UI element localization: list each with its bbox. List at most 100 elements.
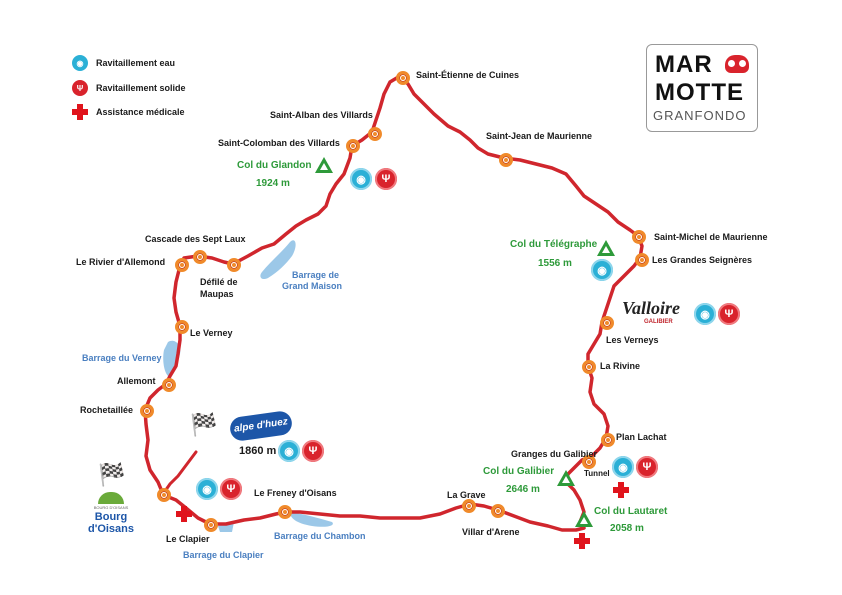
label-st-michel: Saint-Michel de Maurienne — [654, 232, 768, 242]
owl-icon — [725, 55, 749, 73]
mountain-pass-icon — [557, 470, 575, 486]
point-rivine — [582, 360, 596, 374]
label-alpe-alt: 1860 m — [239, 445, 277, 457]
legend-water: ◉ Ravitaillement eau — [72, 55, 175, 71]
point-clapier — [204, 518, 218, 532]
label-lake-gm1: Barrage de — [292, 270, 340, 280]
lake-verney — [163, 340, 181, 376]
point-st-michel — [632, 230, 646, 244]
point-defile — [227, 258, 241, 272]
point-freney — [278, 505, 292, 519]
water-drop-icon: ◉ — [694, 303, 716, 325]
fork-knife-icon: Ψ — [302, 440, 324, 462]
label-glandon-alt: 1924 m — [256, 178, 290, 189]
galibier-text: GALIBIER — [644, 319, 673, 325]
label-lake-gm2: Grand Maison — [282, 281, 343, 291]
label-cascade: Cascade des Sept Laux — [145, 234, 246, 244]
label-la-grave: La Grave — [447, 490, 486, 500]
label-glandon: Col du Glandon — [237, 160, 312, 171]
label-lake-verney: Barrage du Verney — [82, 353, 162, 363]
water-drop-icon: ◉ — [196, 478, 218, 500]
point-st-jean — [499, 153, 513, 167]
point-plan-lachat — [601, 433, 615, 447]
label-galibier-alt: 2646 m — [506, 484, 540, 495]
water-drop-icon: ◉ — [612, 456, 634, 478]
point-grandes-seignieres — [635, 253, 649, 267]
label-granges: Granges du Galibier — [511, 449, 598, 459]
label-telegraphe: Col du Télégraphe — [510, 239, 598, 250]
label-clapier: Le Clapier — [166, 534, 210, 544]
valloire-logo: Valloire GALIBIER — [622, 298, 692, 325]
label-galibier: Col du Galibier — [483, 466, 555, 477]
medical-cross-icon — [176, 506, 192, 522]
point-villar — [491, 504, 505, 518]
checkered-flag-icon: 🏁 — [190, 412, 218, 437]
point-st-alban — [368, 127, 382, 141]
route-spur-alpe — [161, 450, 198, 496]
fork-knife-icon: Ψ — [636, 456, 658, 478]
label-allemont: Allemont — [117, 376, 156, 386]
checkered-flag-icon: 🏁 — [98, 462, 126, 487]
point-granges — [582, 455, 596, 469]
logo-line3: GRANFONDO — [653, 108, 747, 123]
label-grandes-seignieres: Les Grandes Seignères — [652, 255, 753, 265]
bourg-text: Bourg d'Oisans — [87, 511, 135, 535]
label-st-jean: Saint-Jean de Maurienne — [486, 131, 593, 141]
label-lautaret: Col du Lautaret — [594, 506, 668, 517]
logo-line1: MAR — [655, 51, 713, 78]
label-rochetaillee: Rochetaillée — [80, 405, 134, 415]
label-maupas: Maupas — [200, 289, 234, 299]
point-la-grave — [462, 499, 476, 513]
fork-knife-icon: Ψ — [72, 80, 88, 96]
label-st-etienne: Saint-Étienne de Cuines — [416, 70, 520, 80]
lake-grand-maison — [260, 240, 296, 280]
label-lautaret-alt: 2058 m — [610, 523, 644, 534]
water-drop-icon: ◉ — [278, 440, 300, 462]
label-st-alban: Saint-Alban des Villards — [270, 110, 373, 120]
point-rochetaillee — [140, 404, 154, 418]
mountain-pass-icon — [575, 511, 593, 527]
legend-medical: Assistance médicale — [72, 104, 185, 120]
label-lake-clapier: Barrage du Clapier — [183, 550, 264, 560]
point-allemont — [162, 378, 176, 392]
medical-cross-icon — [613, 482, 629, 498]
label-lake-chambon: Barrage du Chambon — [274, 531, 366, 541]
fork-knife-icon: Ψ — [375, 168, 397, 190]
label-verneys: Les Verneys — [606, 335, 659, 345]
water-drop-icon: ◉ — [72, 55, 88, 71]
lake-chambon — [290, 512, 333, 527]
label-tunnel: Tunnel — [584, 469, 610, 478]
label-defile: Défilé de — [200, 277, 238, 287]
point-bourg-doisans — [157, 488, 171, 502]
logo-line2: MOTTE — [655, 79, 744, 106]
label-freney: Le Freney d'Oisans — [254, 488, 337, 498]
fork-knife-icon: Ψ — [220, 478, 242, 500]
bourg-doisans-logo: BOURG D'OISANS Bourg d'Oisans — [76, 492, 146, 535]
medical-cross-icon — [574, 533, 590, 549]
point-rivier — [175, 258, 189, 272]
point-st-colomban — [346, 139, 360, 153]
water-drop-icon: ◉ — [591, 259, 613, 281]
point-verneys — [600, 316, 614, 330]
label-villar: Villar d'Arene — [462, 527, 520, 537]
point-verney — [175, 320, 189, 334]
valloire-text: Valloire — [622, 298, 681, 318]
legend-water-label: Ravitaillement eau — [96, 58, 176, 68]
legend-food: Ψ Ravitaillement solide — [72, 80, 186, 96]
medical-cross-icon — [72, 104, 88, 120]
legend-medical-label: Assistance médicale — [96, 107, 185, 117]
mountain-pass-icon — [315, 157, 333, 173]
point-st-etienne — [396, 71, 410, 85]
mountain-pass-icon — [597, 240, 615, 256]
label-telegraphe-alt: 1556 m — [538, 258, 572, 269]
legend-food-label: Ravitaillement solide — [96, 83, 186, 93]
point-cascade — [193, 250, 207, 264]
label-rivine: La Rivine — [600, 361, 641, 371]
label-st-colomban: Saint-Colomban des Villards — [218, 138, 340, 148]
label-verney: Le Verney — [190, 328, 233, 338]
marmotte-logo: MAR MOTTE GRANFONDO — [646, 44, 758, 132]
bourg-small-text: BOURG D'OISANS — [93, 505, 129, 510]
water-drop-icon: ◉ — [350, 168, 372, 190]
fork-knife-icon: Ψ — [718, 303, 740, 325]
mountain-icon — [98, 492, 124, 504]
